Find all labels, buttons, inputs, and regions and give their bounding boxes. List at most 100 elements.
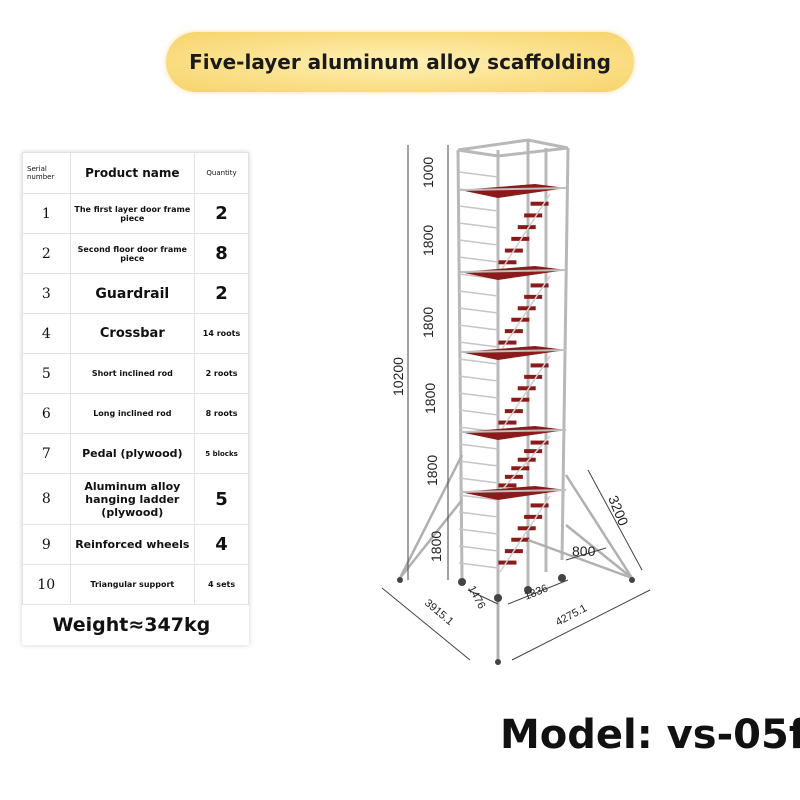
dim-diagonal-left: 3915.1 xyxy=(422,597,455,628)
row-serial: 10 xyxy=(22,564,71,605)
ladder-rung xyxy=(458,256,499,263)
dim-top-height: 1000 xyxy=(420,157,436,188)
row-product-name: Second floor door frame piece xyxy=(69,233,196,274)
stair-tread xyxy=(504,474,523,479)
row-quantity: 14 roots xyxy=(194,313,249,354)
stair-tread xyxy=(511,317,530,322)
stair-tread xyxy=(524,449,543,454)
header-serial: Serial number xyxy=(22,152,71,194)
row-product-name: Aluminum alloy hanging ladder (plywood) xyxy=(69,473,196,525)
table-row: 6 Long inclined rod 8 roots xyxy=(22,393,249,434)
dim-length: 1836 xyxy=(523,582,550,602)
row-quantity: 8 roots xyxy=(194,393,249,434)
stair-stringer xyxy=(499,495,551,573)
stair-tread xyxy=(524,213,543,218)
row-product-name: Guardrail xyxy=(69,273,196,314)
row-product-name: The first layer door frame piece xyxy=(69,193,196,234)
stair-tread xyxy=(511,537,530,542)
dim-level-height-1: 1800 xyxy=(420,225,436,256)
platform-rail xyxy=(459,429,567,433)
ladder-rung xyxy=(458,528,499,535)
stair-tread xyxy=(517,306,536,311)
row-serial: 7 xyxy=(22,433,71,474)
ladder-rung xyxy=(458,273,499,280)
stair-tread xyxy=(524,374,543,379)
ladder-rung xyxy=(458,511,499,518)
dim-diagonal-right: 4275.1 xyxy=(554,602,589,628)
stair-tread xyxy=(517,457,536,462)
ladder-rung xyxy=(458,460,499,467)
table-row: 2 Second floor door frame piece 8 xyxy=(22,233,249,274)
row-product-name: Triangular support xyxy=(69,564,196,605)
stair-tread xyxy=(511,397,530,402)
dim-level-height-4: 1800 xyxy=(424,455,440,486)
stair-stringer xyxy=(499,193,551,273)
stair-tread xyxy=(498,260,517,265)
dim-width: 1476 xyxy=(465,584,487,611)
row-quantity: 5 blocks xyxy=(194,433,249,474)
row-quantity: 4 xyxy=(194,524,249,565)
table-row: 9 Reinforced wheels 4 xyxy=(22,524,249,565)
stair-stringer xyxy=(499,275,551,353)
stair-tread xyxy=(498,340,517,345)
dim-level-height-2: 1800 xyxy=(420,307,436,338)
row-quantity: 2 xyxy=(194,193,249,234)
row-product-name: Long inclined rod xyxy=(69,393,196,434)
table-row: 10 Triangular support 4 sets xyxy=(22,564,249,605)
outriggers xyxy=(398,454,634,662)
table-row: 5 Short inclined rod 2 roots xyxy=(22,353,249,394)
platforms xyxy=(459,184,567,573)
table-row: 4 Crossbar 14 roots xyxy=(22,313,249,354)
table-row: 3 Guardrail 2 xyxy=(22,273,249,314)
stair-tread xyxy=(530,440,549,445)
platform xyxy=(460,486,566,500)
ladder-rung xyxy=(458,562,499,569)
table-row: 1 The first layer door frame piece 2 xyxy=(22,193,249,234)
row-serial: 8 xyxy=(22,473,71,525)
platform-rail xyxy=(459,269,567,273)
ladder-rung xyxy=(458,188,499,195)
ladder-rung xyxy=(458,358,499,365)
ladder-rung xyxy=(458,443,499,450)
ladder-rung xyxy=(458,324,499,331)
row-product-name: Short inclined rod xyxy=(69,353,196,394)
stair-tread xyxy=(504,329,523,334)
ladder-rung xyxy=(458,477,499,484)
ladder-rung xyxy=(458,341,499,348)
dim-outrigger-width: 800 xyxy=(572,543,596,559)
weight-row: Weight≈347kg xyxy=(23,605,249,646)
ladder-rung xyxy=(458,545,499,552)
stair-tread xyxy=(498,560,517,565)
total-weight: Weight≈347kg xyxy=(52,614,211,636)
row-quantity: 4 sets xyxy=(194,564,249,605)
ladder-rung xyxy=(458,392,499,399)
table-header-row: Serial number Product name Quantity xyxy=(22,152,249,194)
table-row: 8 Aluminum alloy hanging ladder (plywood… xyxy=(22,473,249,525)
platform xyxy=(460,184,566,198)
ladder-rung xyxy=(458,494,499,501)
page-title: Five-layer aluminum alloy scaffolding xyxy=(189,50,611,74)
stair-tread xyxy=(504,409,523,414)
dim-level-height-3: 1800 xyxy=(422,383,438,414)
row-serial: 4 xyxy=(22,313,71,354)
platform-rail xyxy=(459,489,567,493)
platform-rail xyxy=(459,349,567,353)
row-quantity: 8 xyxy=(194,233,249,274)
dim-total-height: 10200 xyxy=(390,357,406,396)
header-quantity: Quantity xyxy=(194,152,249,194)
ladder-rung xyxy=(458,307,499,314)
row-quantity: 2 roots xyxy=(194,353,249,394)
stair-tread xyxy=(517,386,536,391)
stair-tread xyxy=(524,514,543,519)
ladder-rung xyxy=(458,290,499,297)
row-serial: 3 xyxy=(22,273,71,314)
stair-stringer xyxy=(499,355,551,433)
stair-tread xyxy=(498,420,517,425)
row-serial: 1 xyxy=(22,193,71,234)
stair-tread xyxy=(530,503,549,508)
stair-tread xyxy=(530,283,549,288)
ladder-rungs xyxy=(458,171,499,569)
row-quantity: 2 xyxy=(194,273,249,314)
header-product-name: Product name xyxy=(69,152,196,194)
ladder-rung xyxy=(458,239,499,246)
